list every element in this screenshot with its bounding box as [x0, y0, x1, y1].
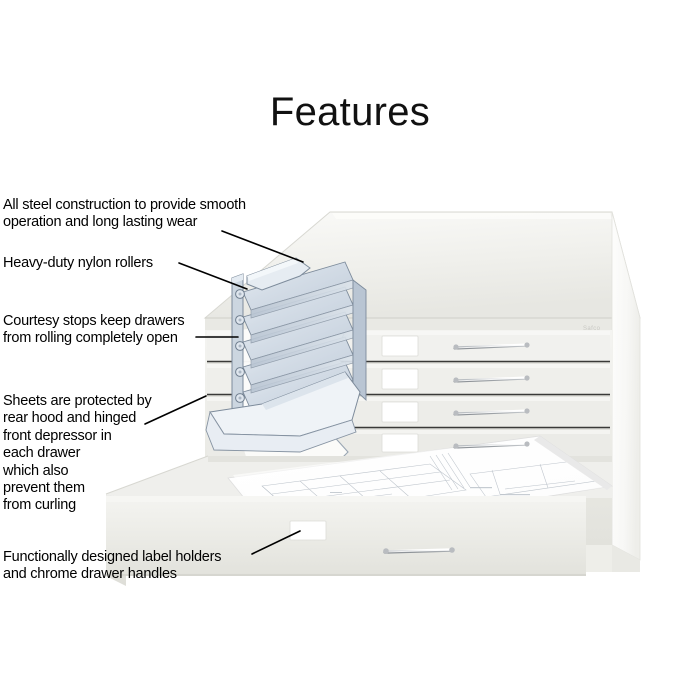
label-holder — [289, 520, 327, 541]
page-title: Features — [269, 90, 431, 134]
brand-mark: Safco — [583, 326, 601, 332]
label-holder — [381, 433, 419, 453]
cabinet-base — [586, 545, 640, 572]
cabinet-right-side — [611, 211, 641, 561]
callout-all-steel-construction: All steel construction to provide smooth… — [3, 196, 246, 231]
cutaway-diagram — [205, 257, 367, 471]
courtesy-stop — [246, 257, 311, 291]
callout-sheets-protected: Sheets are protected by rear hood and hi… — [3, 392, 152, 514]
drawer-handle-1[interactable] — [453, 342, 530, 350]
leader-lines — [144, 230, 304, 555]
drawer-handle-2[interactable] — [453, 375, 530, 383]
open-drawer-handle[interactable] — [383, 547, 455, 554]
drawer-handle-3[interactable] — [453, 408, 530, 416]
drawer-handle-4[interactable] — [453, 441, 530, 449]
label-holder — [381, 368, 419, 390]
label-holder — [381, 401, 419, 423]
callout-courtesy-stops: Courtesy stops keep drawers from rolling… — [3, 312, 185, 347]
leader-all-steel-construction — [221, 230, 304, 263]
callout-label-holders-and-handles: Functionally designed label holders and … — [3, 548, 222, 583]
leader-label-holders-and-handles — [251, 530, 301, 555]
open-drawer[interactable] — [105, 435, 614, 586]
leader-sheets-protected — [144, 395, 207, 425]
front-depressor — [209, 371, 361, 437]
callout-heavy-duty-nylon-rollers: Heavy-duty nylon rollers — [3, 254, 153, 271]
nylon-rollers — [235, 289, 245, 403]
leader-heavy-duty-nylon-rollers — [178, 262, 248, 290]
label-holder — [381, 335, 419, 357]
